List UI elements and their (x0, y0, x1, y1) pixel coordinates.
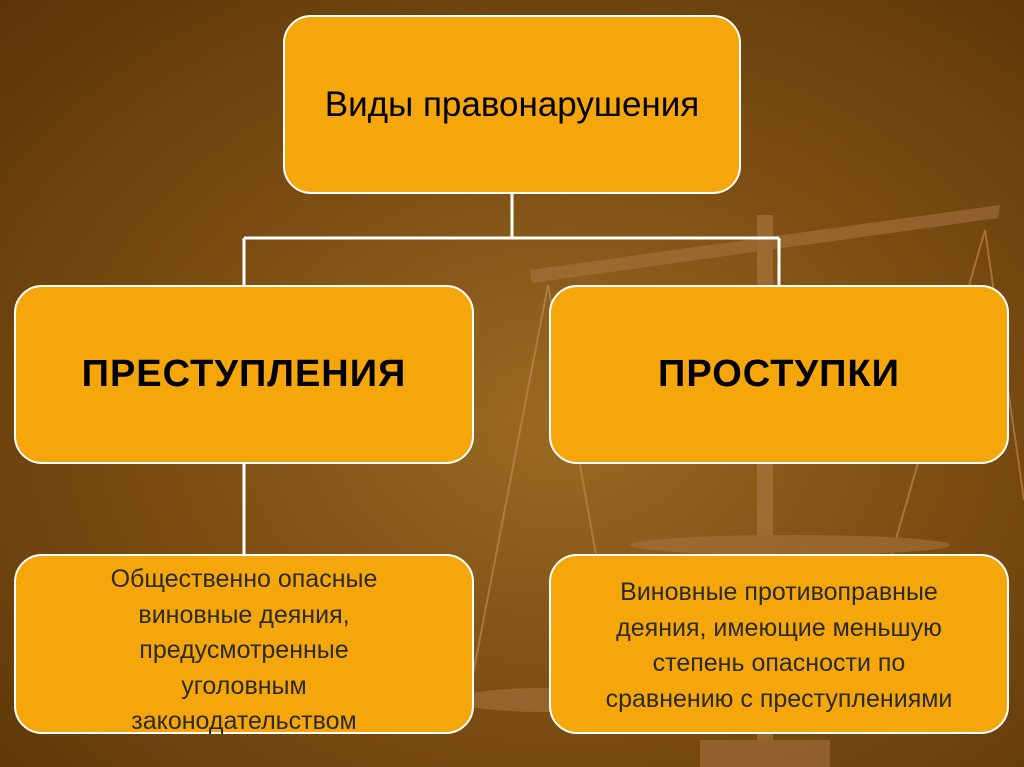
root-node: Виды правонарушения (283, 15, 741, 194)
crimes-definition-text: Общественно опасные виновные деяния, пре… (111, 562, 378, 740)
root-node-label: Виды правонарушения (325, 85, 700, 125)
offenses-node: ПРОСТУПКИ (549, 285, 1009, 464)
offenses-node-label: ПРОСТУПКИ (658, 353, 900, 396)
crimes-definition-node: Общественно опасные виновные деяния, пре… (14, 554, 474, 734)
offenses-definition-node: Виновные противоправные деяния, имеющие … (549, 554, 1009, 734)
crimes-node-label: ПРЕСТУПЛЕНИЯ (82, 353, 407, 396)
offenses-definition-text: Виновные противоправные деяния, имеющие … (606, 575, 953, 717)
crimes-node: ПРЕСТУПЛЕНИЯ (14, 285, 474, 464)
